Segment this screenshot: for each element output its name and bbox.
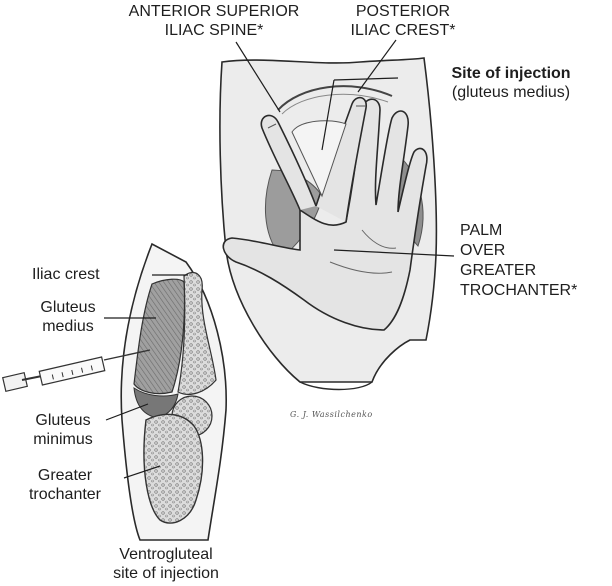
label-line: Gluteus xyxy=(40,299,96,316)
gluteus-minimus-muscle xyxy=(133,386,179,419)
v-injection-site xyxy=(291,120,347,198)
femur-greater-trochanter xyxy=(143,413,204,524)
label-line: Greater xyxy=(37,467,93,484)
leader-site xyxy=(333,77,399,81)
label-line: Site of injection xyxy=(451,65,571,82)
label-posterior-iliac-crest: POSTERIOR ILIAC CREST* xyxy=(338,2,468,40)
label-line: (gluteus medius) xyxy=(451,84,571,101)
leader-greater-trochanter xyxy=(123,465,161,479)
label-gluteus-minimus: Gluteus minimus xyxy=(20,411,106,449)
syringe-plunger xyxy=(1,371,29,393)
label-line: ANTERIOR SUPERIOR xyxy=(128,3,300,20)
leader-asis xyxy=(235,41,281,113)
hip-cross-section xyxy=(120,242,227,541)
label-site-of-injection: Site of injection (gluteus medius) xyxy=(426,64,596,102)
leader-gluteus-minimus xyxy=(105,403,149,421)
label-line: medius xyxy=(42,318,94,335)
label-line: ILIAC CREST* xyxy=(350,22,456,39)
artist-signature: G. J. Wassilchenko xyxy=(290,410,373,419)
label-palm-over-greater-trochanter: PALM OVER GREATER TROCHANTER* xyxy=(460,221,577,301)
label-line: POSTERIOR xyxy=(355,3,451,20)
caption-ventrogluteal-site: Ventrogluteal site of injection xyxy=(82,545,250,583)
hip-with-hand-illustration xyxy=(219,57,438,391)
caption-line: site of injection xyxy=(113,565,219,582)
ilium-bone xyxy=(177,271,217,395)
syringe-needle xyxy=(103,349,151,361)
gluteus-medius-muscle xyxy=(133,278,186,395)
label-line: TROCHANTER* xyxy=(460,282,578,299)
iliac-crest-curve xyxy=(277,85,393,111)
label-iliac-crest: Iliac crest xyxy=(32,266,100,283)
label-greater-trochanter: Greater trochanter xyxy=(6,466,124,504)
label-line: ILIAC SPINE* xyxy=(164,22,264,39)
label-line: minimus xyxy=(33,431,93,448)
leader-palm xyxy=(333,249,455,257)
index-finger xyxy=(260,114,317,211)
leader-posterior-crest xyxy=(357,39,397,93)
hand-palm xyxy=(222,98,428,331)
leader-lines xyxy=(104,39,455,479)
label-anterior-superior-iliac-spine: ANTERIOR SUPERIOR ILIAC SPINE* xyxy=(103,2,325,40)
label-gluteus-medius: Gluteus medius xyxy=(28,298,108,336)
label-line: OVER xyxy=(460,242,506,259)
label-line: Gluteus xyxy=(35,412,91,429)
label-line: trochanter xyxy=(28,486,102,503)
label-line: PALM xyxy=(460,222,503,239)
syringe-illustration xyxy=(1,349,151,393)
label-line: GREATER xyxy=(460,262,537,279)
caption-line: Ventrogluteal xyxy=(119,546,213,563)
